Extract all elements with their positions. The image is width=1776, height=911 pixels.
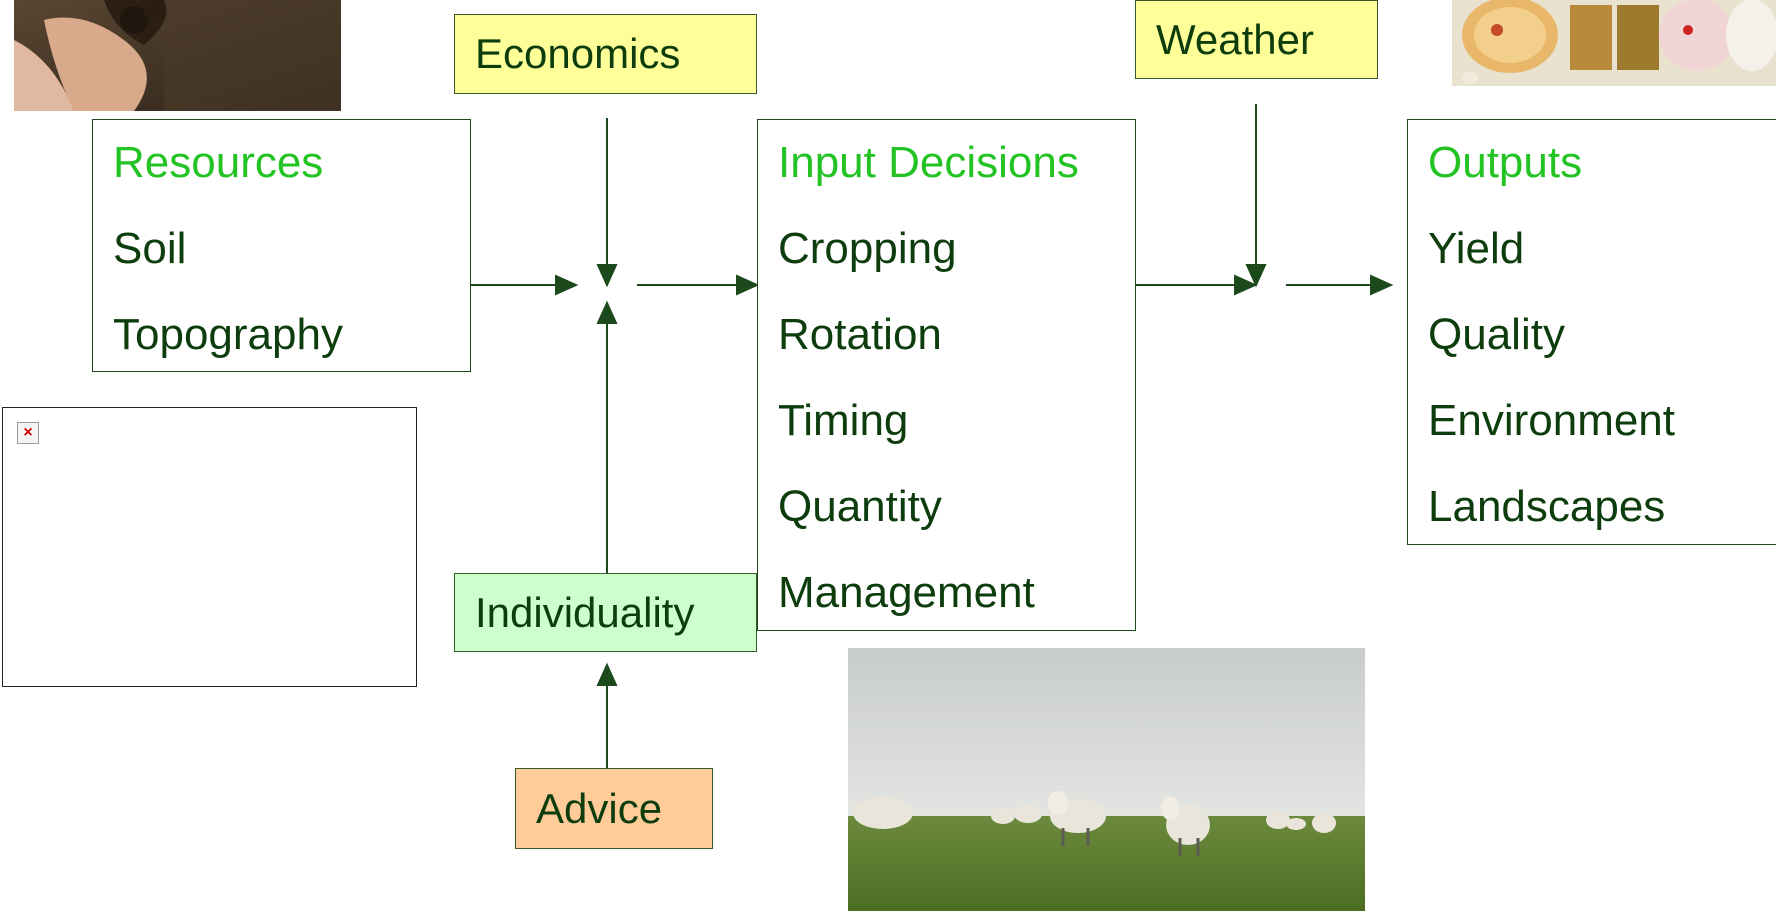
output-item-quality: Quality: [1428, 310, 1565, 359]
input-item-timing: Timing: [778, 396, 909, 445]
outputs-title: Outputs: [1428, 138, 1583, 187]
broken-image-placeholder: ×: [2, 407, 417, 687]
advice-label-box: Advice: [515, 768, 713, 849]
resources-box: Resources Soil Topography: [92, 119, 471, 372]
resources-title: Resources: [113, 138, 324, 187]
advice-label: Advice: [536, 785, 663, 832]
individuality-label: Individuality: [475, 589, 695, 636]
economics-label: Economics: [475, 30, 681, 77]
arrowhead-icon: [1245, 264, 1267, 288]
outputs-box: Outputs Yield Quality Environment Landsc…: [1407, 119, 1776, 545]
output-item-landscapes: Landscapes: [1428, 482, 1666, 531]
resources-item-topography: Topography: [113, 310, 343, 359]
arrowhead-icon: [1370, 274, 1394, 296]
individuality-label-box: Individuality: [454, 573, 757, 652]
input-item-cropping: Cropping: [778, 224, 957, 273]
input-decisions-box: Input Decisions Cropping Rotation Timing…: [757, 119, 1136, 631]
input-decisions-title: Input Decisions: [778, 138, 1079, 187]
input-item-rotation: Rotation: [778, 310, 942, 359]
arrowhead-icon: [596, 300, 618, 324]
sheep-photo: [848, 648, 1365, 911]
output-item-yield: Yield: [1428, 224, 1525, 273]
arrowhead-icon: [555, 274, 579, 296]
weather-label: Weather: [1156, 16, 1314, 63]
arrowhead-icon: [596, 264, 618, 288]
input-item-management: Management: [778, 568, 1035, 617]
output-item-environment: Environment: [1428, 396, 1676, 445]
arrowhead-icon: [596, 662, 618, 686]
food-photo: [1452, 0, 1776, 86]
arrowhead-icon: [1234, 274, 1258, 296]
soil-photo: [14, 0, 341, 111]
economics-label-box: Economics: [454, 14, 757, 94]
resources-item-soil: Soil: [113, 224, 187, 273]
broken-image-icon: ×: [17, 422, 39, 444]
input-item-quantity: Quantity: [778, 482, 942, 531]
weather-label-box: Weather: [1135, 0, 1378, 79]
arrowhead-icon: [736, 274, 760, 296]
